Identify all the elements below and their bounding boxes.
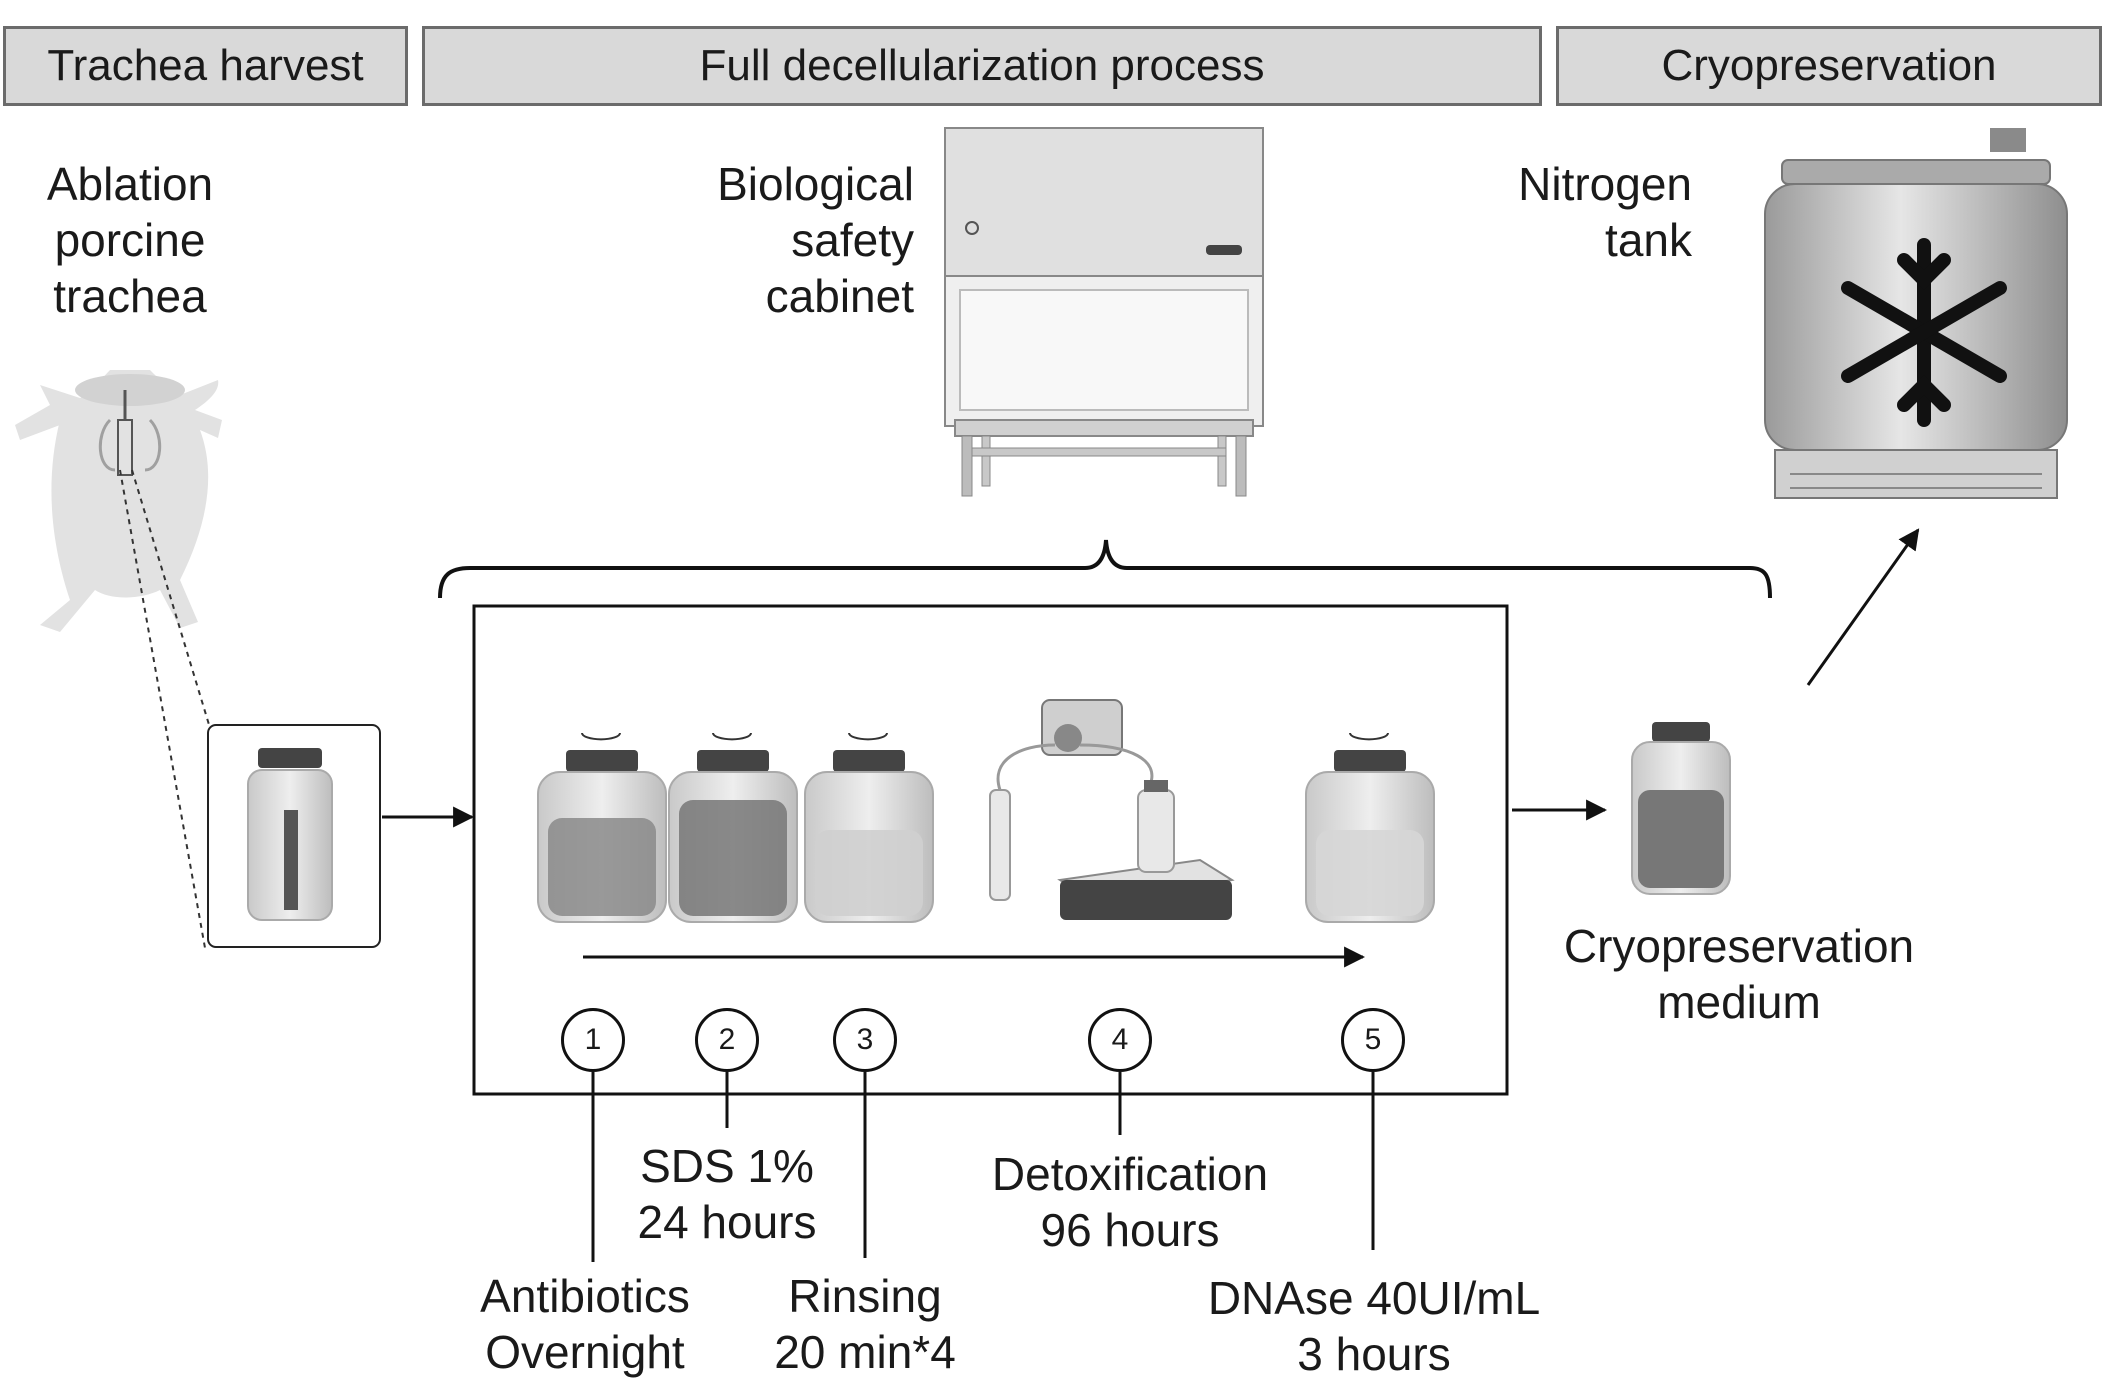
zoom-line (119, 469, 206, 949)
stirrer-icon (1057, 780, 1235, 920)
step-label-5: DNAse 40UI/mL 3 hours (1160, 1270, 1588, 1382)
bottle-icon (247, 748, 333, 921)
nitrogen-tank-icon (1764, 128, 2068, 499)
bottle-icon (804, 732, 934, 923)
step-label-4: Detoxification 96 hours (950, 1146, 1310, 1258)
header-decellularization-text: Full decellularization process (699, 41, 1265, 90)
ablation-line-3: trachea (53, 270, 207, 322)
step-4-line-2: 96 hours (1040, 1204, 1220, 1256)
medium-label: Cryopreservation medium (1515, 918, 1963, 1030)
cabinet-line-2: safety (791, 214, 914, 266)
step-number-2: 2 (695, 1008, 759, 1072)
step-number-5: 5 (1341, 1008, 1405, 1072)
zoom-line (131, 469, 211, 729)
step-5-line-1: DNAse 40UI/mL (1207, 1272, 1541, 1324)
header-cryopreservation: Cryopreservation (1556, 26, 2102, 106)
header-decellularization: Full decellularization process (422, 26, 1542, 106)
bottle-icon (1631, 722, 1731, 895)
header-trachea-harvest: Trachea harvest (3, 26, 408, 106)
ablation-line-1: Ablation (46, 158, 214, 210)
step-number-1: 1 (561, 1008, 625, 1072)
step-2-line-1: SDS 1% (640, 1140, 814, 1192)
medium-line-1: Cryopreservation (1563, 920, 1915, 972)
step-1-line-1: Antibiotics (480, 1270, 690, 1322)
cabinet-label: Biological safety cabinet (640, 156, 914, 324)
nitrogen-line-2: tank (1605, 214, 1692, 266)
bottle-icon (1305, 732, 1435, 923)
step-2-line-2: 24 hours (637, 1196, 817, 1248)
safety-cabinet-icon (944, 127, 1264, 497)
nitrogen-label: Nitrogen tank (1460, 156, 1692, 268)
brace (438, 539, 1772, 599)
cabinet-line-3: cabinet (765, 270, 914, 322)
step-label-1: Antibiotics Overnight (425, 1268, 745, 1380)
step-number-4: 4 (1088, 1008, 1152, 1072)
ablation-label: Ablation porcine trachea (20, 156, 240, 324)
bottle-icon (537, 732, 667, 923)
peristaltic-pump-icon (989, 699, 1154, 901)
step-label-2: SDS 1% 24 hours (587, 1138, 867, 1250)
header-cryopreservation-text: Cryopreservation (1661, 41, 1997, 90)
ablation-line-2: porcine (54, 214, 206, 266)
cabinet-line-1: Biological (717, 158, 914, 210)
step-3-line-1: Rinsing (788, 1270, 942, 1322)
bottle-icon (668, 732, 798, 923)
step-label-3: Rinsing 20 min*4 (715, 1268, 1015, 1380)
step-4-line-1: Detoxification (991, 1148, 1269, 1200)
snowflake-icon (1841, 238, 2007, 427)
arrow-to-tank (1806, 528, 1920, 686)
nitrogen-line-1: Nitrogen (1518, 158, 1692, 210)
step-3-line-2: 20 min*4 (774, 1326, 956, 1378)
pig-icon (15, 370, 222, 632)
medium-line-2: medium (1657, 976, 1821, 1028)
step-1-line-2: Overnight (485, 1326, 685, 1378)
header-trachea-harvest-text: Trachea harvest (47, 41, 364, 90)
step-5-line-2: 3 hours (1297, 1328, 1451, 1380)
step-number-3: 3 (833, 1008, 897, 1072)
